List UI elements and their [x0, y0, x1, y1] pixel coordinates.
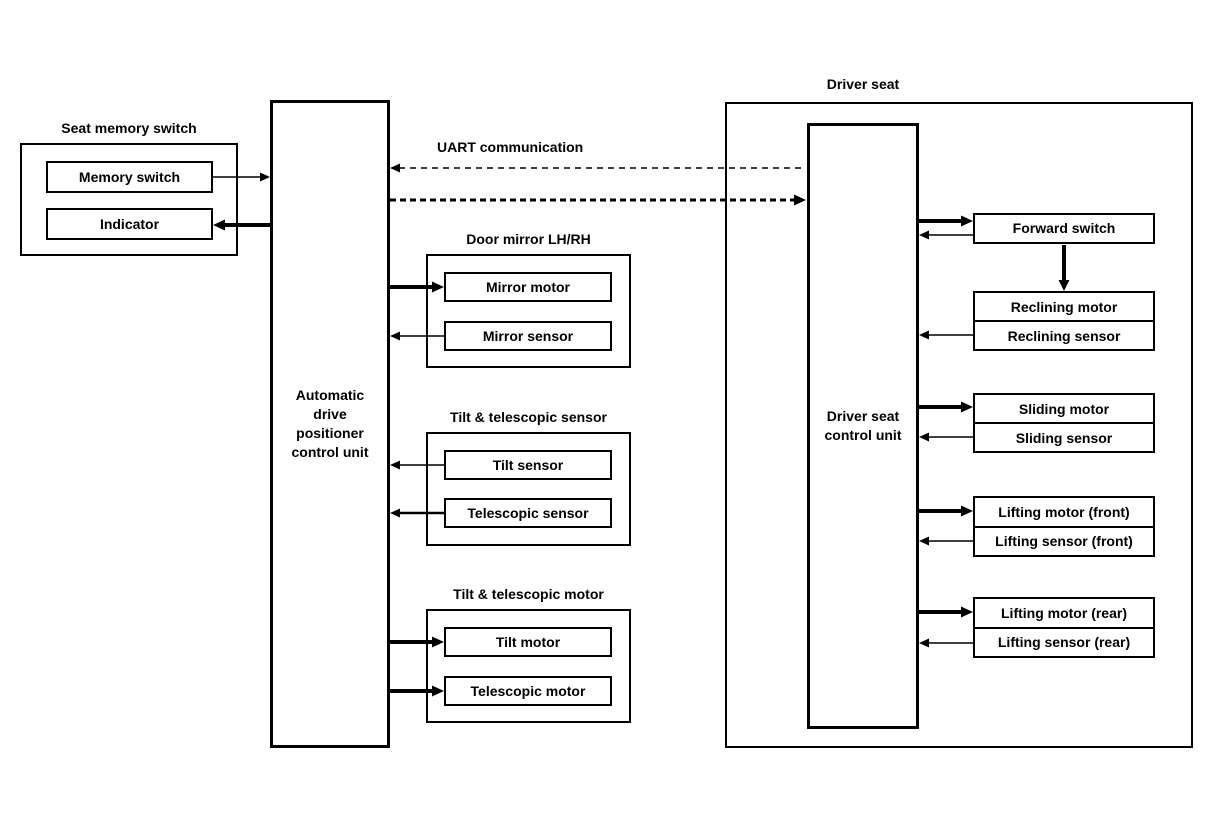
- mirror-sensor-box: Mirror sensor: [444, 321, 612, 351]
- lifting-motor-front-box: Lifting motor (front): [975, 498, 1153, 528]
- mirror-motor-box: Mirror motor: [444, 272, 612, 302]
- sliding-motor-box: Sliding motor: [975, 395, 1153, 424]
- arrow-tilt-sensor-to-adp-icon: [390, 460, 444, 470]
- arrow-lifting-sensor-front-to-dscu-icon: [919, 536, 973, 546]
- arrow-adp-to-tilt-motor-icon: [390, 636, 444, 648]
- arrow-mirror-sensor-to-adp-icon: [390, 331, 444, 341]
- memory-switch-box: Memory switch: [46, 161, 213, 193]
- reclining-motor-box: Reclining motor: [975, 293, 1153, 322]
- arrow-uart-to-dscu-icon: [390, 194, 806, 206]
- arrow-forward-switch-to-dscu-icon: [919, 230, 973, 240]
- tilt-motor-box: Tilt motor: [444, 627, 612, 657]
- indicator-box: Indicator: [46, 208, 213, 240]
- door-mirror-title: Door mirror LH/RH: [466, 231, 591, 247]
- arrow-uart-to-adp-icon: [390, 163, 806, 173]
- arrow-dscu-to-sliding-motor-icon: [919, 401, 973, 413]
- tilt-telescopic-motor-title: Tilt & telescopic motor: [453, 586, 604, 602]
- telescopic-motor-box: Telescopic motor: [444, 676, 612, 706]
- tilt-sensor-box: Tilt sensor: [444, 450, 612, 480]
- telescopic-sensor-box: Telescopic sensor: [444, 498, 612, 528]
- seat-memory-switch-container: [20, 143, 238, 256]
- uart-communication-label: UART communication: [437, 139, 584, 155]
- tilt-telescopic-motor-container: [426, 609, 631, 723]
- driver-seat-control-unit-box: Driver seat control unit: [807, 123, 919, 729]
- lifting-sensor-rear-box: Lifting sensor (rear): [997, 634, 1131, 651]
- lifting-front-stack: Lifting motor (front) Lifting sensor (fr…: [973, 496, 1155, 557]
- arrow-dscu-to-forward-switch-icon: [919, 215, 973, 227]
- reclining-stack: Reclining motor Reclining sensor: [973, 291, 1155, 351]
- arrow-adp-to-telescopic-motor-icon: [390, 685, 444, 697]
- tilt-telescopic-sensor-title: Tilt & telescopic sensor: [450, 409, 607, 425]
- arrow-reclining-sensor-to-dscu-icon: [919, 330, 973, 340]
- lifting-motor-rear-box: Lifting motor (rear): [975, 599, 1153, 629]
- tilt-telescopic-sensor-container: [426, 432, 631, 546]
- arrow-adp-to-indicator-icon: [213, 219, 270, 231]
- door-mirror-container: [426, 254, 631, 368]
- lifting-sensor-front-box: Lifting sensor (front): [995, 533, 1133, 550]
- seat-memory-switch-title: Seat memory switch: [61, 120, 197, 136]
- forward-switch-box: Forward switch: [973, 213, 1155, 244]
- arrow-dscu-to-lifting-motor-front-icon: [919, 505, 973, 517]
- arrow-lifting-sensor-rear-to-dscu-icon: [919, 638, 973, 648]
- driver-seat-container: [725, 102, 1193, 748]
- sliding-sensor-box: Sliding sensor: [1015, 429, 1113, 446]
- lifting-rear-stack: Lifting motor (rear) Lifting sensor (rea…: [973, 597, 1155, 658]
- arrow-sliding-sensor-to-dscu-icon: [919, 432, 973, 442]
- driver-seat-title: Driver seat: [826, 76, 900, 92]
- reclining-sensor-box: Reclining sensor: [1007, 327, 1121, 344]
- arrow-dscu-to-lifting-motor-rear-icon: [919, 606, 973, 618]
- arrow-adp-to-mirror-motor-icon: [390, 281, 444, 293]
- arrow-telescopic-sensor-to-adp-icon: [390, 508, 444, 518]
- sliding-stack: Sliding motor Sliding sensor: [973, 393, 1155, 453]
- arrow-forward-switch-to-reclining-motor-icon: [1058, 245, 1070, 291]
- adp-control-unit-box: Automatic drive positioner control unit: [270, 100, 390, 748]
